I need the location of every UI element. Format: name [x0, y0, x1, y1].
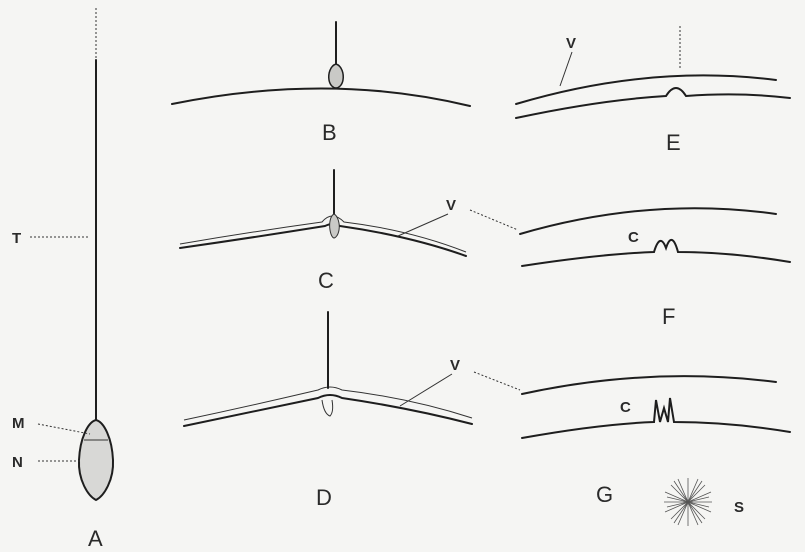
label-C-G: C: [620, 399, 631, 416]
label-V-E: V: [566, 35, 576, 52]
panel-E: V E: [515, 26, 791, 155]
panel-label-F: F: [662, 304, 675, 329]
panel-label-C: C: [318, 268, 334, 293]
vitelline-membrane: [521, 375, 777, 395]
pointer-V-C: [397, 213, 449, 237]
sperm-head: [329, 213, 340, 239]
egg-surface: [183, 394, 473, 427]
label-V-D: V: [450, 357, 460, 374]
label-N: N: [12, 454, 23, 471]
label-M: M: [12, 415, 25, 432]
pointer-V-G: [473, 371, 521, 391]
middle-piece-pointer: [37, 423, 91, 435]
label-T: T: [12, 230, 21, 247]
panel-C: C: [179, 169, 467, 293]
panel-label-D: D: [316, 485, 332, 510]
vitelline-membrane: [179, 215, 467, 253]
panel-B: B: [171, 21, 471, 145]
spermatozoon-diagram-A: T M N A: [12, 8, 115, 551]
panel-label-G: G: [596, 482, 613, 507]
label-V-C: V: [446, 197, 456, 214]
sperm-head-remnant: [321, 399, 334, 417]
label-S: S: [734, 499, 744, 516]
egg-surface: [171, 87, 471, 107]
vitelline-membrane: [515, 74, 777, 105]
panel-label-E: E: [666, 130, 681, 155]
panel-label-B: B: [322, 120, 337, 145]
vitelline-labels: V V: [397, 197, 521, 407]
vitelline-membrane: [519, 207, 777, 235]
pointer-V-F: [469, 209, 519, 231]
egg-surface: [521, 239, 791, 267]
vitelline-membrane: [183, 386, 473, 421]
panel-G: C G S: [521, 375, 791, 526]
sperm-head: [328, 63, 344, 89]
sperm-aster: [664, 478, 712, 526]
pointer-V-E: [559, 51, 573, 87]
panel-label-A: A: [88, 526, 103, 551]
egg-surface: [179, 223, 467, 257]
panel-F: C F: [519, 207, 791, 329]
egg-surface: [521, 397, 791, 439]
label-C-F: C: [628, 229, 639, 246]
egg-surface: [515, 87, 791, 119]
pointer-V-D: [399, 373, 453, 407]
nucleus-head: [77, 418, 115, 502]
panel-D: D: [183, 311, 473, 510]
